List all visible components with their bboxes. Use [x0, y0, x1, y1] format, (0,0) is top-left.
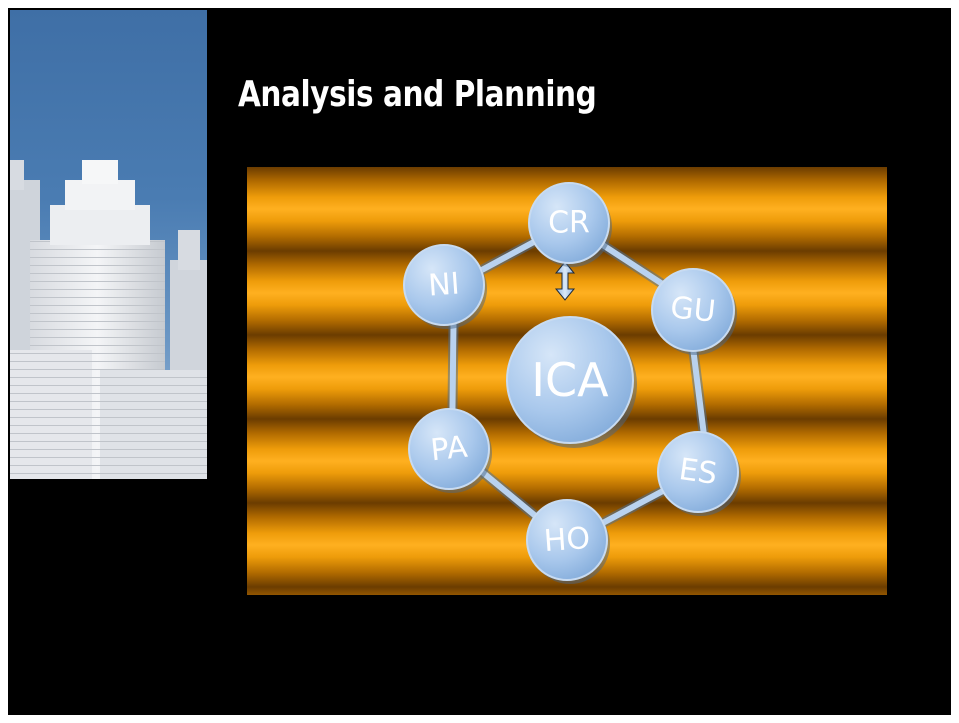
node-pa-label: PA: [429, 430, 470, 469]
center-node-label: ICA: [531, 353, 609, 407]
node-gu-label: GU: [669, 290, 718, 330]
node-gu-circle: [651, 268, 735, 352]
node-cr-label: CR: [548, 206, 590, 241]
node-es-label: ES: [677, 452, 720, 492]
node-cr-circle: [528, 182, 610, 264]
node-gu: GU: [651, 268, 737, 355]
double-arrow-icon: [554, 261, 576, 301]
node-pa-circle: [408, 408, 490, 490]
node-ho-label: HO: [543, 521, 592, 559]
node-ni-label: NI: [427, 266, 461, 303]
diagram-panel: ICA CR GU ES HO PA NI: [247, 167, 887, 595]
node-ni-circle: [403, 244, 485, 326]
node-ho: HO: [526, 499, 610, 584]
node-cr: CR: [528, 182, 612, 267]
node-es-circle: [657, 431, 739, 513]
city-skyline-image: [10, 10, 207, 479]
node-ni: NI: [403, 244, 487, 329]
center-node: ICA: [506, 316, 637, 448]
cycle-diagram: ICA CR GU ES HO PA NI: [403, 182, 741, 584]
node-ho-circle: [526, 499, 608, 581]
node-pa: PA: [408, 408, 492, 493]
slide-title: Analysis and Planning: [238, 74, 597, 115]
node-es: ES: [657, 431, 741, 516]
